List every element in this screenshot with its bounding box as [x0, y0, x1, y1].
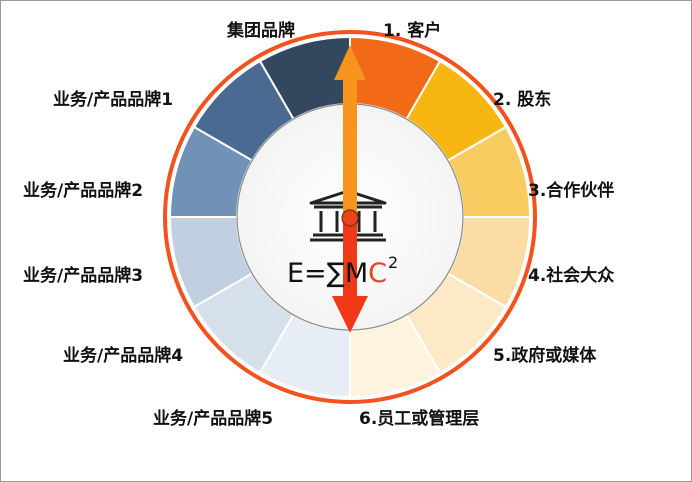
- formula-base: E=∑M: [287, 258, 369, 289]
- label-shareholders: 2. 股东: [493, 90, 552, 110]
- formula-accent: C: [368, 258, 388, 289]
- label-public: 4.社会大众: [528, 266, 615, 286]
- arrow-up: [334, 45, 366, 219]
- formula: E=∑MC2: [287, 247, 398, 290]
- arrow-down-shape: [332, 213, 368, 333]
- label-business-brand-1: 业务/产品品牌1: [53, 90, 174, 110]
- label-employees-management: 6.员工或管理层: [359, 409, 480, 429]
- label-group-brand: 集团品牌: [227, 21, 295, 41]
- label-partners: 3.合作伙伴: [528, 181, 615, 201]
- arrow-up-shape: [334, 45, 366, 219]
- label-customers: 1. 客户: [383, 21, 442, 41]
- pivot-dot: [341, 209, 359, 227]
- formula-exponent: 2: [388, 253, 399, 272]
- label-government-media: 5.政府或媒体: [493, 346, 597, 366]
- label-business-brand-2: 业务/产品品牌2: [23, 181, 144, 201]
- label-business-brand-3: 业务/产品品牌3: [23, 266, 144, 286]
- label-business-brand-4: 业务/产品品牌4: [63, 346, 184, 366]
- arrow-down: [332, 213, 368, 333]
- label-business-brand-5: 业务/产品品牌5: [153, 409, 274, 429]
